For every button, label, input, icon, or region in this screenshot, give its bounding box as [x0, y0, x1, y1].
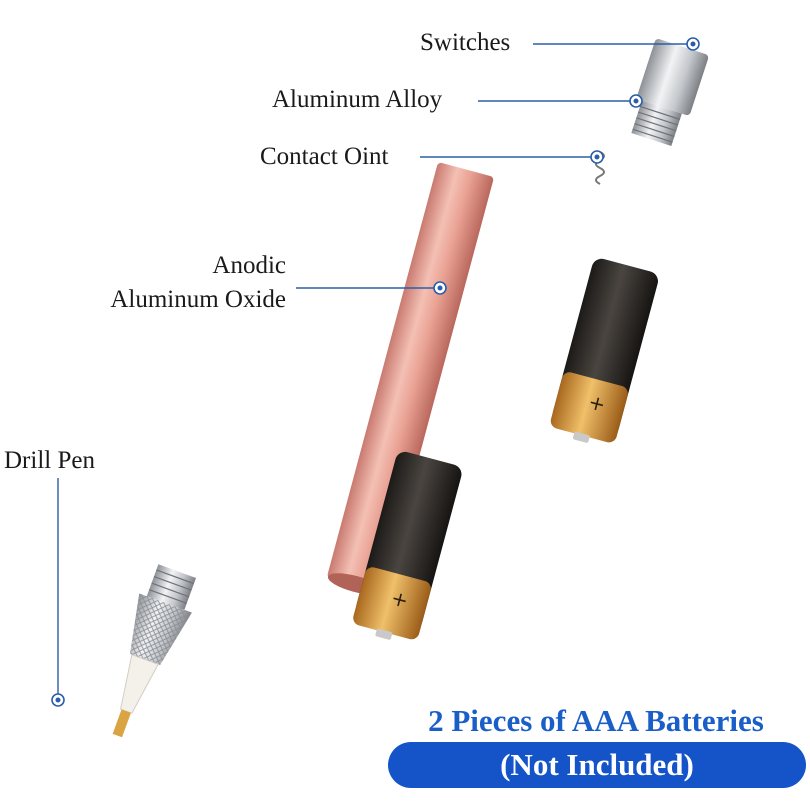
label-contact-point: Contact Oint	[260, 143, 389, 170]
cap-body	[637, 39, 709, 116]
thread-lines	[632, 105, 681, 143]
dot-anodic-center	[437, 285, 443, 291]
leader-lines	[57, 43, 693, 700]
note-pill	[388, 742, 806, 788]
tip-thread	[146, 564, 196, 610]
tip-nozzle	[120, 654, 159, 714]
dot-contact-point-center	[594, 154, 600, 160]
tube-body	[327, 162, 494, 592]
dot-aluminum-alloy-center	[633, 98, 639, 104]
drill-tip	[112, 564, 196, 738]
plus-icon: +	[389, 585, 411, 613]
tip-knurl	[130, 593, 192, 665]
not-included-note: (Not Included)	[500, 747, 694, 782]
label-switches: Switches	[420, 29, 511, 56]
label-anodic-line2: Aluminum Oxide	[110, 286, 286, 313]
tip-thread-lines	[148, 569, 195, 604]
label-drill-pen: Drill Pen	[4, 447, 95, 474]
dot-switches-center	[690, 41, 696, 47]
label-anodic-line1: Anodic	[212, 252, 286, 279]
battery-bottom: +	[353, 451, 462, 640]
dot-drill-pen-center	[55, 697, 61, 703]
pen-cap	[631, 39, 709, 147]
label-aluminum-alloy: Aluminum Alloy	[272, 86, 443, 113]
tip-pin	[112, 709, 131, 738]
battery-top-terminal	[572, 431, 590, 443]
battery-top: +	[550, 258, 658, 443]
batteries-headline: 2 Pieces of AAA Batteries	[428, 703, 764, 738]
marker-dots	[51, 37, 700, 707]
battery-bottom-terminal	[375, 628, 393, 640]
battery-top-band	[550, 372, 628, 443]
battery-bottom-band	[353, 567, 431, 640]
plus-icon: +	[586, 389, 608, 417]
